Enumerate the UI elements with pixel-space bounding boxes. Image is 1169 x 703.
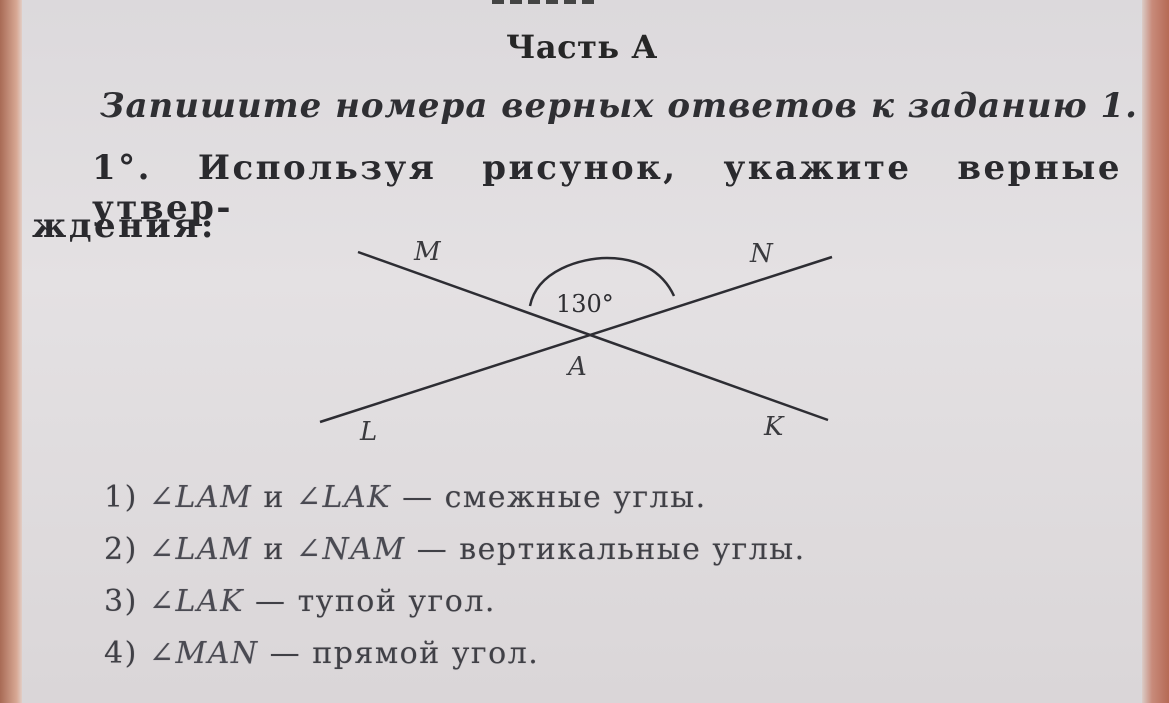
right-page-edge bbox=[1141, 0, 1169, 703]
angle-symbol: ∠MAN bbox=[148, 636, 259, 671]
point-label-l: L bbox=[359, 417, 377, 447]
worksheet: Часть А Запишите номера верных ответов к… bbox=[22, 0, 1142, 703]
cropped-top-text bbox=[492, 0, 742, 4]
option-4: 4) ∠MAN — прямой угол. bbox=[104, 636, 806, 688]
conjunction: и bbox=[263, 480, 285, 515]
option-number: 2) bbox=[104, 532, 138, 567]
option-text: — вертикальные углы. bbox=[416, 532, 806, 567]
task-number: 1°. bbox=[92, 148, 152, 188]
angle-symbol: ∠LAM bbox=[148, 480, 253, 515]
angle-name: LAM bbox=[175, 532, 253, 567]
option-2: 2) ∠LAM и ∠NAM — вертикальные углы. bbox=[104, 532, 806, 584]
point-label-a: A bbox=[566, 352, 587, 382]
angle-name: NAM bbox=[322, 532, 406, 567]
angle-value: 130° bbox=[556, 290, 614, 318]
angle-name: LAK bbox=[175, 584, 244, 619]
option-text: — смежные углы. bbox=[402, 480, 707, 515]
instruction: Запишите номера верных ответов к заданию… bbox=[100, 86, 1138, 126]
task-statement: 1°. Используя рисунок, укажите верные ут… bbox=[92, 148, 1122, 228]
angle-symbol: ∠LAM bbox=[148, 532, 253, 567]
angle-symbol: ∠NAM bbox=[295, 532, 406, 567]
answer-options: 1) ∠LAM и ∠LAK — смежные углы. 2) ∠LAM и… bbox=[104, 480, 806, 688]
angle-arc bbox=[528, 256, 676, 307]
geometry-figure: M N A L K 130° bbox=[319, 237, 833, 447]
task-text-line2: ждения: bbox=[32, 206, 216, 246]
option-3: 3) ∠LAK — тупой угол. bbox=[104, 584, 806, 636]
angle-name: MAN bbox=[175, 636, 259, 671]
point-label-n: N bbox=[749, 239, 774, 269]
angle-symbol: ∠LAK bbox=[295, 480, 392, 515]
left-page-edge bbox=[0, 0, 24, 703]
conjunction: и bbox=[263, 532, 285, 567]
angle-name: LAM bbox=[175, 480, 253, 515]
task-text-line1: Используя рисунок, укажите верные утвер- bbox=[92, 148, 1123, 228]
line-l-n bbox=[319, 255, 833, 424]
angle-name: LAK bbox=[322, 480, 392, 515]
part-title: Часть А bbox=[506, 28, 658, 66]
option-number: 1) bbox=[104, 480, 138, 515]
point-label-k: K bbox=[763, 412, 785, 442]
option-text: — прямой угол. bbox=[269, 636, 540, 671]
line-m-k bbox=[357, 250, 829, 422]
option-number: 3) bbox=[104, 584, 138, 619]
option-number: 4) bbox=[104, 636, 138, 671]
option-1: 1) ∠LAM и ∠LAK — смежные углы. bbox=[104, 480, 806, 532]
point-label-m: M bbox=[413, 237, 442, 267]
angle-symbol: ∠LAK bbox=[148, 584, 244, 619]
option-text: — тупой угол. bbox=[255, 584, 496, 619]
